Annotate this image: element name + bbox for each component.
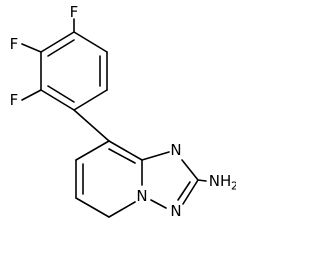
bond — [73, 89, 108, 111]
bond — [75, 140, 110, 161]
atom-nitrogen-upper: N — [170, 141, 181, 159]
atom-amine-group: NH — [209, 172, 232, 190]
bond-f-mid — [21, 43, 42, 53]
bond — [40, 89, 75, 111]
atom-fluorine-middle: F — [10, 35, 19, 53]
bond — [150, 199, 167, 209]
bond-amine — [197, 179, 207, 182]
bond — [177, 181, 191, 201]
bond — [182, 179, 199, 205]
bond — [75, 197, 110, 218]
bond-biaryl — [73, 109, 110, 142]
atom-fluorine-top: F — [70, 3, 79, 21]
bond — [108, 140, 143, 161]
atom-fluorine-lower: F — [10, 91, 19, 109]
bond — [141, 151, 170, 161]
bond — [181, 159, 199, 181]
bond — [108, 201, 136, 218]
atom-nitrogen-bridgehead: N — [136, 187, 147, 205]
phenyl-ring — [40, 31, 108, 111]
bond — [47, 85, 75, 103]
atom-amine-subscript: 2 — [231, 180, 236, 193]
bond — [40, 31, 75, 53]
bond — [108, 148, 136, 164]
pyridine-ring — [75, 140, 143, 218]
bond — [47, 39, 75, 57]
bond-f-low — [21, 89, 42, 101]
bond — [73, 31, 108, 53]
triazole-ring — [141, 151, 199, 209]
chemical-structure-diagram: F F F N N N NH 2 — [10, 3, 236, 220]
atom-nitrogen-lower: N — [170, 202, 181, 220]
